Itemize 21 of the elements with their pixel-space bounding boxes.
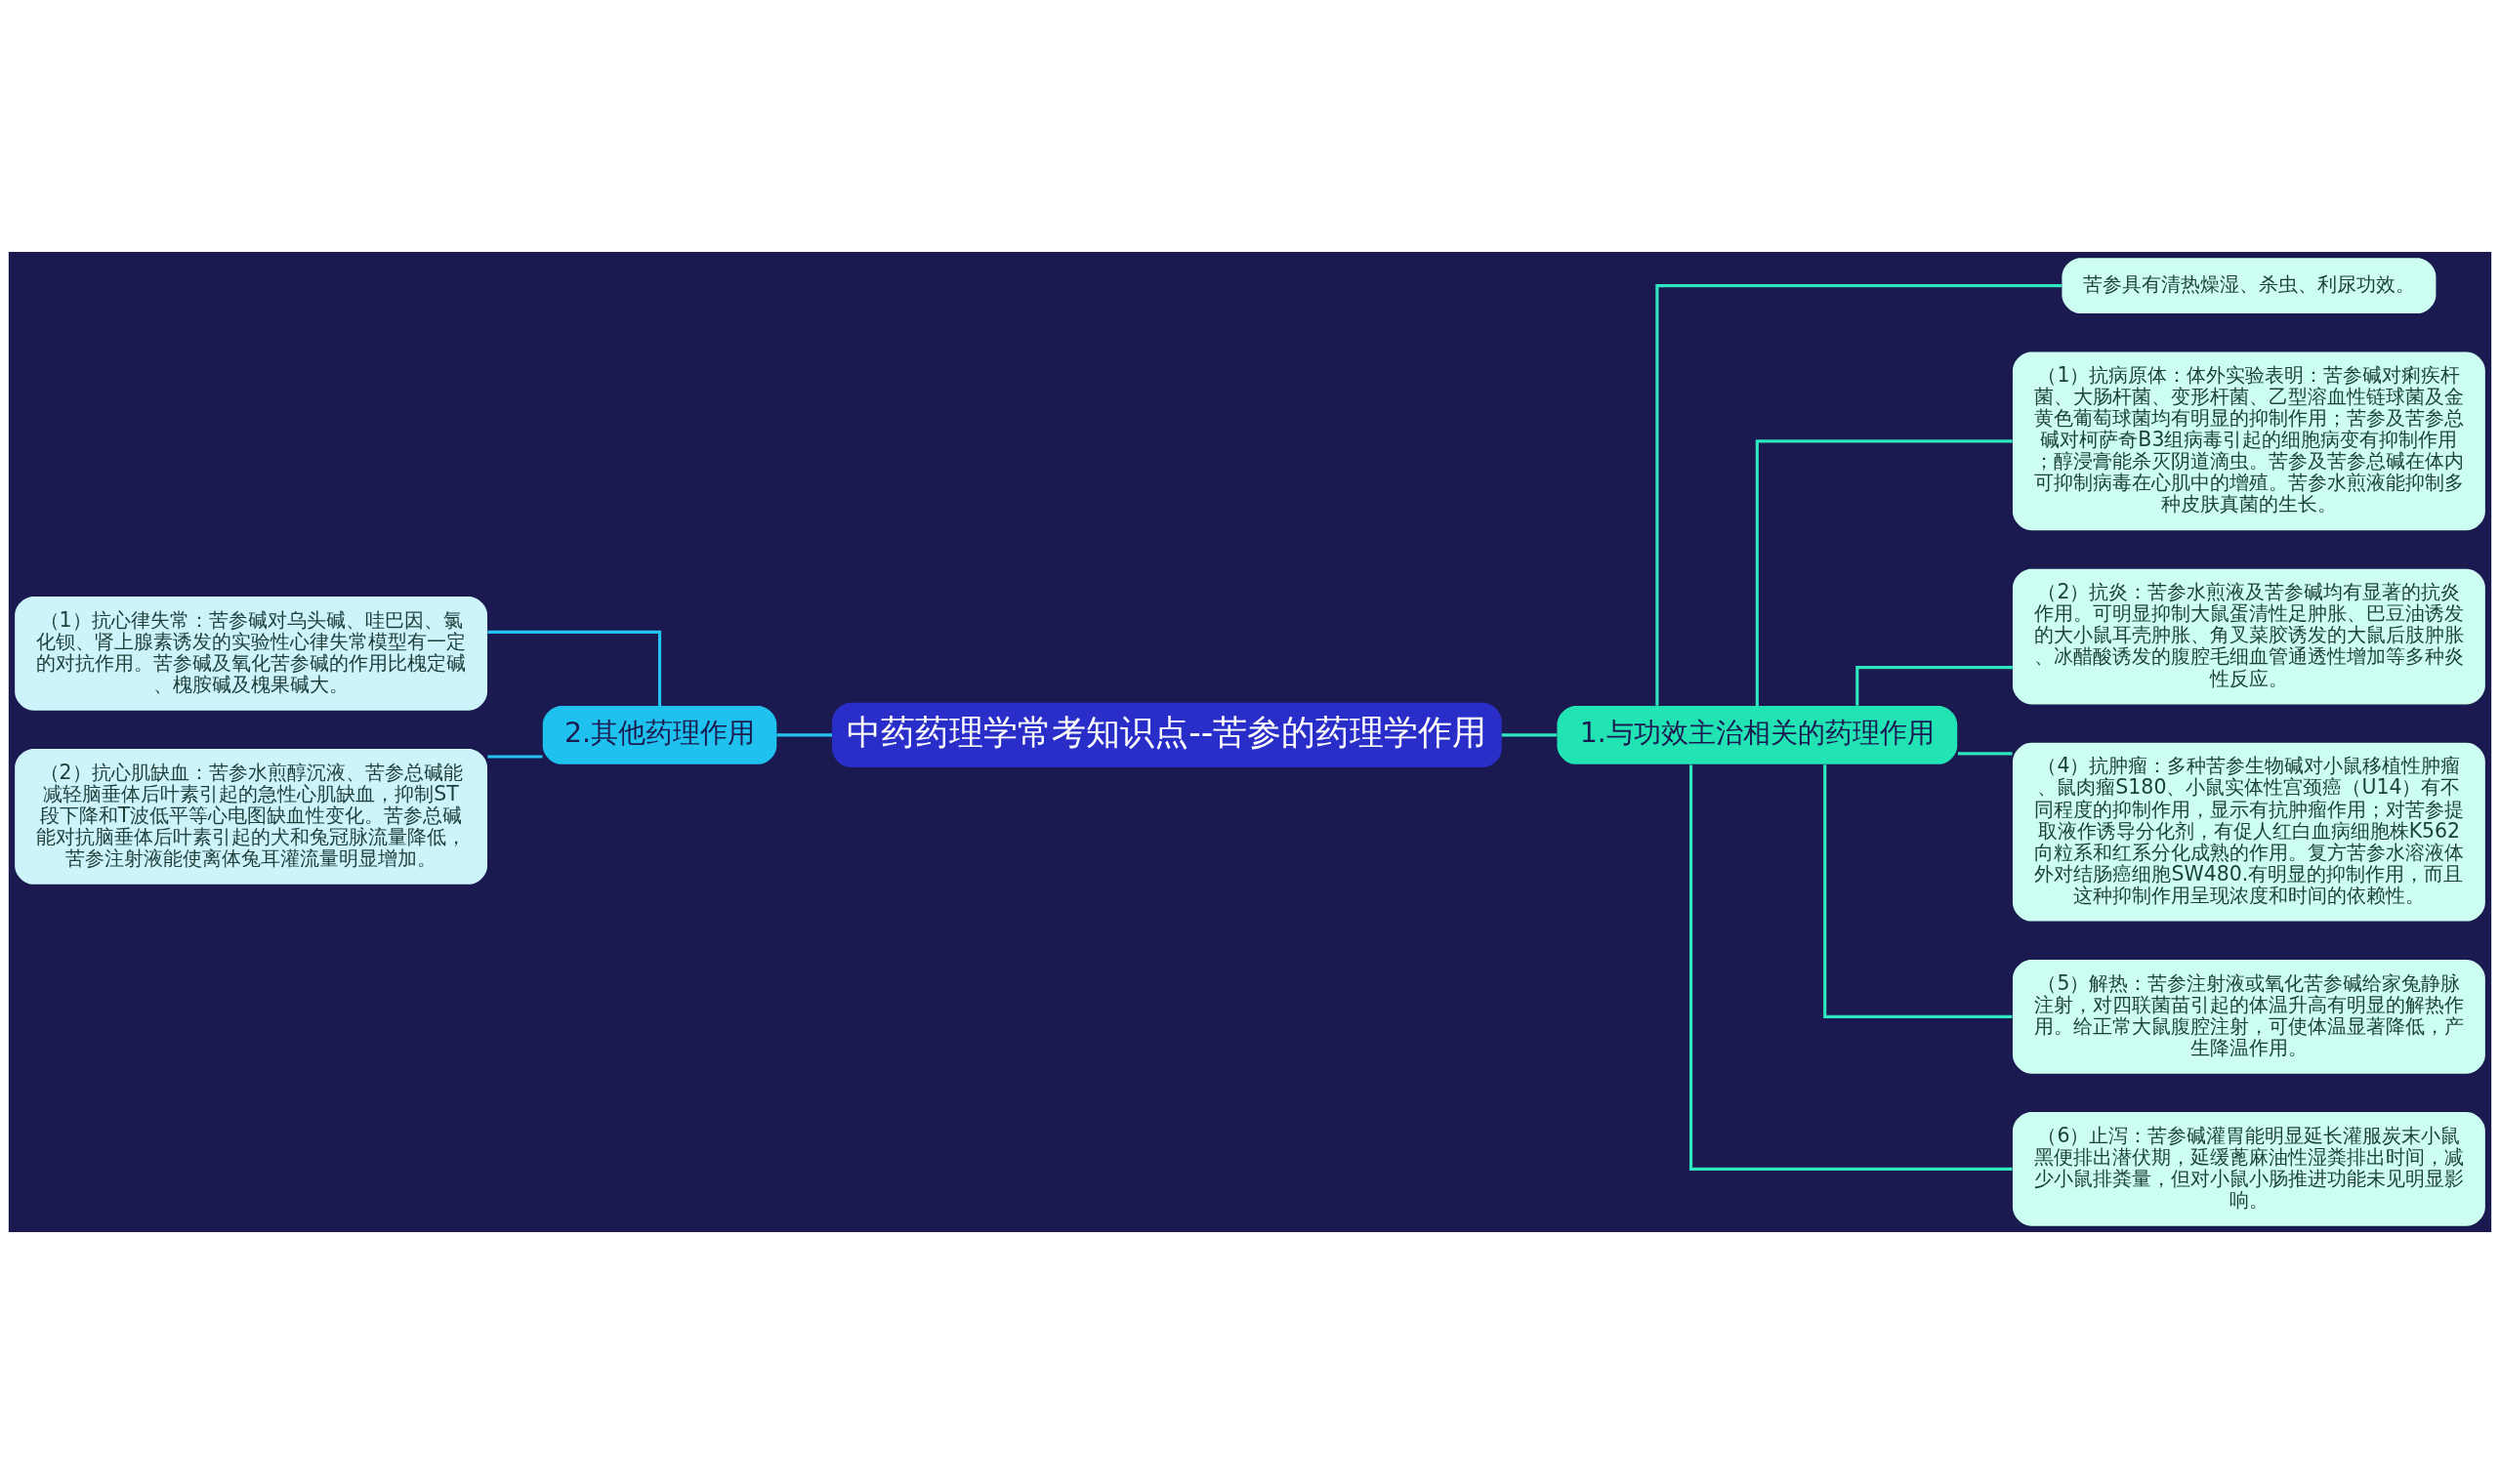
node-box: 中药药理学常考知识点--苦参的药理学作用 bbox=[832, 702, 1502, 767]
node-box: （2）抗炎：苦参水煎液及苦参碱均有显著的抗炎作用。可明显抑制大鼠蛋清性足肿胀、巴豆油诱发的大小鼠耳壳肿胀、角叉菜胶诱发的大鼠后肢肿胀、冰醋酸诱发的腹腔毛细血管通透性增加等多种炎性反应。 bbox=[2013, 568, 2485, 705]
connector bbox=[776, 733, 833, 737]
connector bbox=[487, 755, 543, 759]
node-box: （1）抗病原体：体外实验表明：苦参碱对痢疾杆菌、大肠杆菌、变形杆菌、乙型溶血性链球菌及金黄色葡萄球菌均有明显的抑制作用；苦参及苦参总碱对柯萨奇B3组病毒引起的细胞病变有抑制作用；醇浸膏能杀灭阴道滴虫。苦参及苦参总碱在体内可抑制病毒在心肌中的增殖。苦参水煎液能抑制多种皮肤真菌的生长。 bbox=[2013, 351, 2485, 531]
node-box: （5）解热：苦参注射液或氧化苦参碱给家兔静脉注射，对四联菌苗引起的体温升高有明显的解热作用。给正常大鼠腹腔注射，可使体温显著降低，产生降温作用。 bbox=[2013, 960, 2485, 1074]
connector bbox=[1655, 284, 2062, 706]
connector bbox=[1855, 666, 2013, 706]
node-box: （6）止泻：苦参碱灌胃能明显延长灌服炭末小鼠黑便排出潜伏期，延缓蓖麻油性湿粪排出时间，减少小鼠排粪量，但对小鼠小肠推进功能未见明显影响。 bbox=[2013, 1112, 2485, 1226]
connector bbox=[1689, 764, 2013, 1171]
node-box: （2）抗心肌缺血：苦参水煎醇沉液、苦参总碱能减轻脑垂体后叶素引起的急性心肌缺血，抑制ST段下降和T波低平等心电图缺血性变化。苦参总碱能对抗脑垂体后叶素引起的犬和兔冠脉流量降低，苦参注射液能使离体兔耳灌流量明显增加。 bbox=[15, 749, 487, 885]
connector bbox=[1501, 733, 1558, 737]
connector bbox=[487, 630, 662, 706]
node-box: （4）抗肿瘤：多种苦参生物碱对小鼠移植性肿瘤、鼠肉瘤S180、小鼠实体性宫颈癌（U14）有不同程度的抑制作用，显示有抗肿瘤作用；对苦参提取液作诱导分化剂，有促人红白血病细胞株K562向粒系和红系分化成熟的作用。复方苦参水溶液体外对结肠癌细胞SW480.有明显的抑制作用，而且这种抑制作用呈现浓度和时间的依赖性。 bbox=[2013, 742, 2485, 922]
node-box: 2.其他药理作用 bbox=[542, 705, 777, 764]
connector bbox=[1823, 764, 2013, 1018]
node-box: （1）抗心律失常：苦参碱对乌头碱、哇巴因、氯化钡、肾上腺素诱发的实验性心律失常模型有一定的对抗作用。苦参碱及氧化苦参碱的作用比槐定碱、槐胺碱及槐果碱大。 bbox=[15, 597, 487, 711]
node-box: 1.与功效主治相关的药理作用 bbox=[1557, 705, 1958, 764]
node-box: 苦参具有清热燥湿、杀虫、利尿功效。 bbox=[2062, 258, 2437, 314]
connector bbox=[1755, 439, 2013, 706]
connector bbox=[1957, 752, 2013, 756]
